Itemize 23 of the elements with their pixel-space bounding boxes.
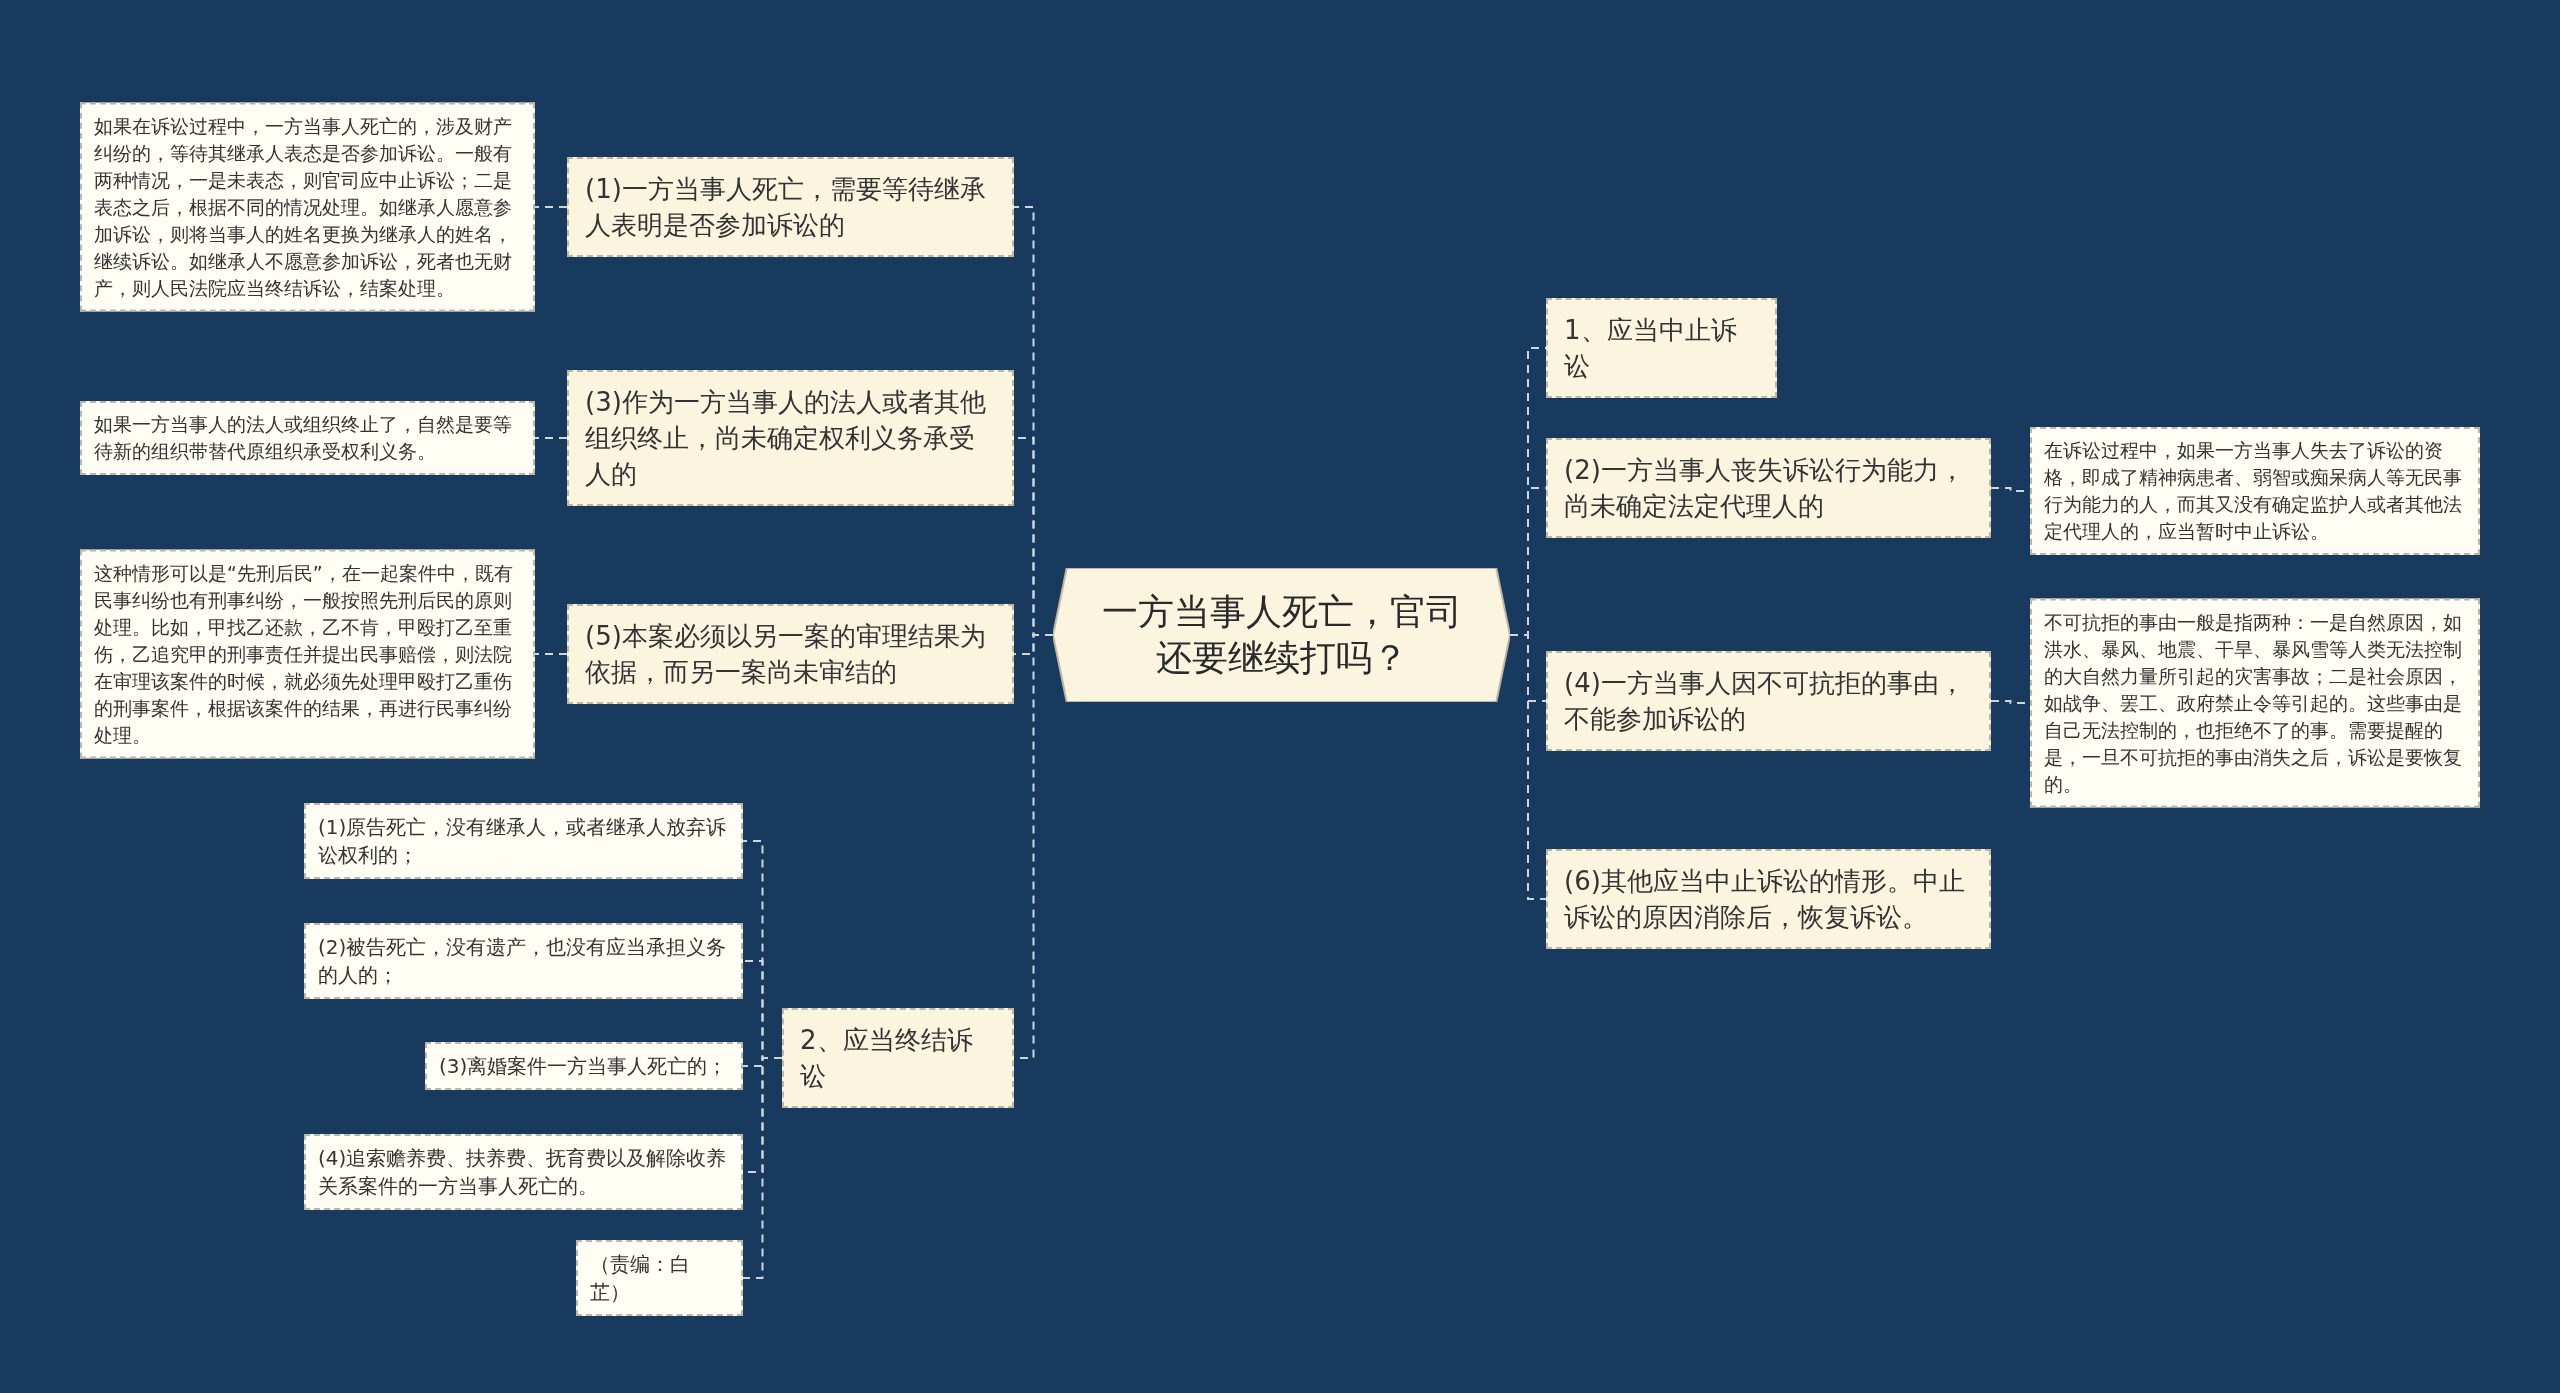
note-box: (3)离婚案件一方当事人死亡的； [425,1042,743,1090]
note-box: 在诉讼过程中，如果一方当事人失去了诉讼的资格，即成了精神病患者、弱智或痴呆病人等无民事行为能力的人，而其又没有确定监护人或者其他法定代理人的，应当暂时中止诉讼。 [2030,427,2480,555]
central-topic: 一方当事人死亡，官司还要继续打吗？ [1053,568,1510,702]
topic-box: (1)一方当事人死亡，需要等待继承人表明是否参加诉讼的 [567,157,1014,257]
topic-box: (5)本案必须以另一案的审理结果为依据，而另一案尚未审结的 [567,604,1014,704]
note-box: 如果在诉讼过程中，一方当事人死亡的，涉及财产纠纷的，等待其继承人表态是否参加诉讼。一般有两种情况，一是未表态，则官司应中止诉讼；二是表态之后，根据不同的情况处理。如继承人愿意参加诉讼，则将当事人的姓名更换为继承人的姓名，继续诉讼。如继承人不愿意参加诉讼，死者也无财产，则人民法院应当终结诉讼，结案处理。 [80,102,535,312]
topic-box: (3)作为一方当事人的法人或者其他组织终止，尚未确定权利义务承受人的 [567,370,1014,506]
note-box: 这种情形可以是“先刑后民”，在一起案件中，既有民事纠纷也有刑事纠纷，一般按照先刑后民的原则处理。比如，甲找乙还款，乙不肯，甲殴打乙至重伤，乙追究甲的刑事责任并提出民事赔偿，则法院在审理该案件的时候，就必须先处理甲殴打乙重伤的刑事案件，根据该案件的结果，再进行民事纠纷处理。 [80,549,535,759]
note-box: （责编：白芷） [576,1240,743,1316]
topic-box: (4)一方当事人因不可抗拒的事由，不能参加诉讼的 [1546,651,1991,751]
note-box: (2)被告死亡，没有遗产，也没有应当承担义务的人的； [304,923,743,999]
connector-line [534,653,568,655]
topic-box: (2)一方当事人丧失诉讼行为能力，尚未确定法定代理人的 [1546,438,1991,538]
note-box: (4)追索赡养费、扶养费、抚育费以及解除收养关系案件的一方当事人死亡的。 [304,1134,743,1210]
note-box: 不可抗拒的事由一般是指两种：一是自然原因，如洪水、暴风、地震、干旱、暴风雪等人类无法控制的大自然力量所引起的灾害事故；二是社会原因，如战争、罢工、政府禁止令等引起的。这些事由是自己无法控制的，也拒绝不了的事。需要提醒的是，一旦不可抗拒的事由消失之后，诉讼是要恢复的。 [2030,598,2480,808]
note-box: (1)原告死亡，没有继承人，或者继承人放弃诉讼权利的； [304,803,743,879]
topic-box: 1、应当中止诉讼 [1546,298,1777,398]
topic-box: 2、应当终结诉讼 [782,1008,1014,1108]
topic-box: (6)其他应当中止诉讼的情形。中止诉讼的原因消除后，恢复诉讼。 [1546,849,1991,949]
connector-line [534,206,568,208]
connector-line [742,1057,783,1279]
connector-line [534,437,568,439]
note-box: 如果一方当事人的法人或组织终止了，自然是要等待新的组织带替代原组织承受权利义务。 [80,401,535,475]
